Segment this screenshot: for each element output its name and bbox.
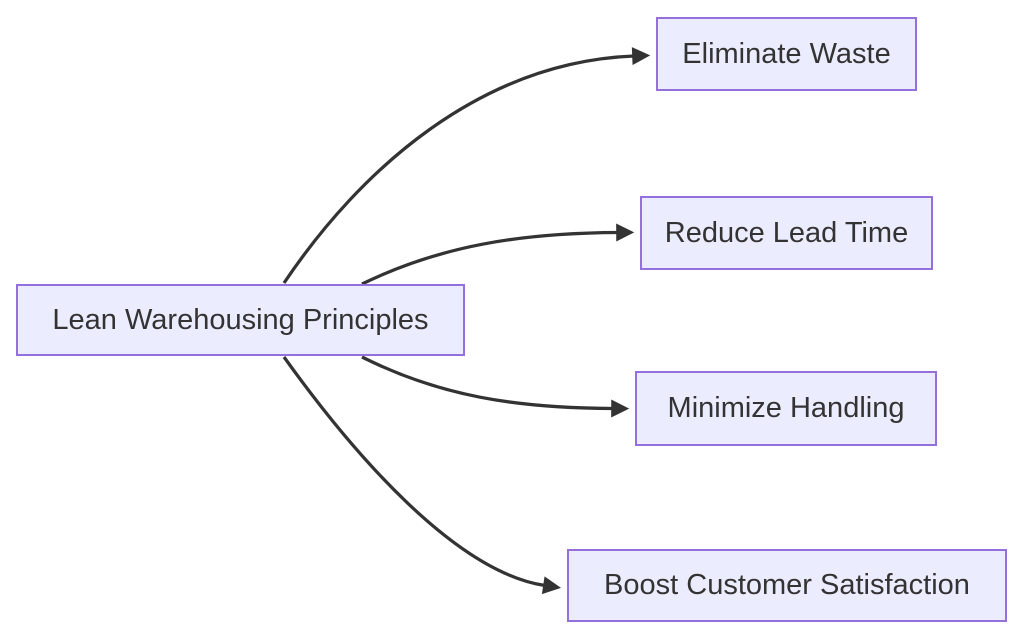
node-label: Minimize Handling	[667, 392, 905, 424]
node-boost-customer-satisfaction: Boost Customer Satisfaction	[567, 549, 1007, 622]
edge-root-to-boost-customer-satisfaction	[282, 356, 562, 595]
node-label: Lean Warehousing Principles	[52, 303, 429, 336]
node-lean-warehousing-principles: Lean Warehousing Principles	[16, 284, 465, 356]
node-label: Eliminate Waste	[682, 37, 891, 70]
edge-root-to-reduce-lead-time	[361, 223, 635, 286]
node-eliminate-waste: Eliminate Waste	[656, 17, 917, 91]
edge-root-to-minimize-handling	[361, 355, 630, 418]
node-minimize-handling: Minimize Handling	[635, 371, 937, 446]
node-reduce-lead-time: Reduce Lead Time	[640, 196, 933, 270]
edge-root-to-eliminate-waste	[282, 47, 651, 284]
node-label: Boost Customer Satisfaction	[604, 569, 970, 601]
node-label: Reduce Lead Time	[664, 216, 909, 249]
